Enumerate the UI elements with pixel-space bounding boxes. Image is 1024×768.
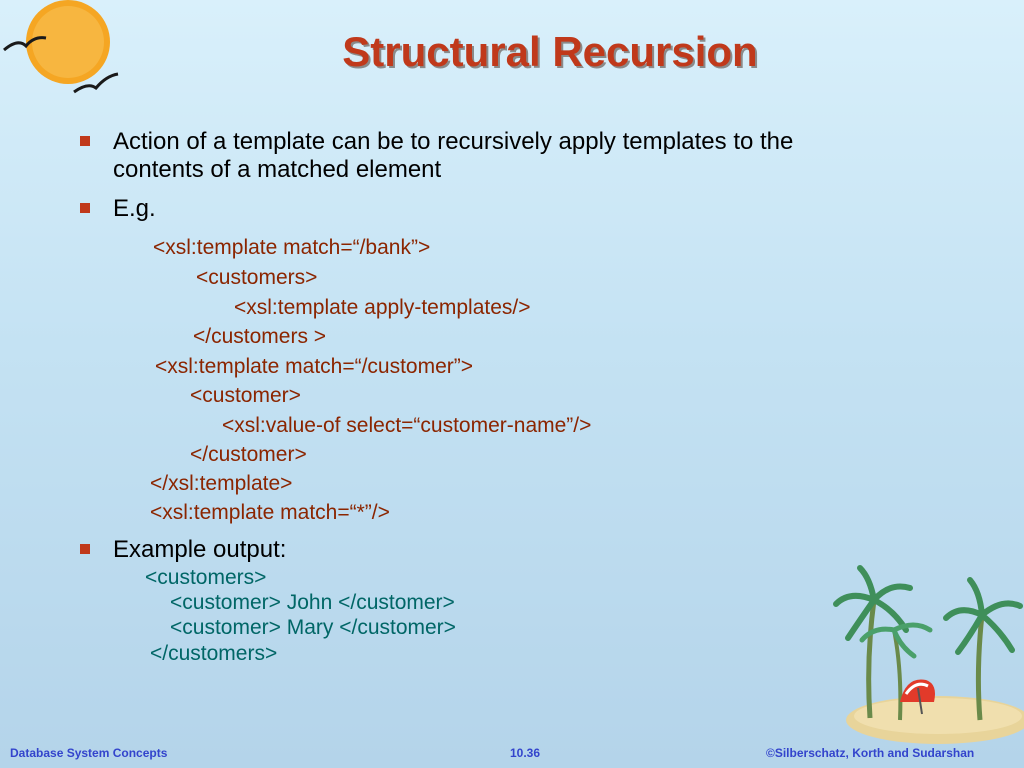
code-line: </customer> (190, 443, 307, 466)
code-line: <xsl:template match=“*”/> (150, 501, 390, 524)
code-line: <xsl:template apply-templates/> (234, 296, 531, 319)
code-line: <xsl:template match=“/customer”> (155, 355, 474, 378)
footer-copyright: ©Silberschatz, Korth and Sudarshan (766, 746, 975, 760)
bullet-marker (80, 136, 90, 146)
bullet-text-1: Action of a template can be to recursive… (113, 128, 793, 184)
footer-page-number: 10.36 (510, 746, 541, 760)
code-line: <customer> (190, 384, 301, 407)
output-line: </customers> (150, 642, 278, 665)
output-line: <customer> Mary </customer> (170, 616, 456, 639)
bullet-marker (80, 203, 90, 213)
output-line: <customer> John </customer> (170, 591, 455, 614)
code-line: </customers > (193, 325, 327, 348)
code-line: </xsl:template> (150, 472, 293, 495)
bullet-text-2: E.g. (113, 195, 156, 222)
footer-course-title: Database System Concepts (10, 746, 168, 760)
palm-island-icon (833, 565, 1024, 744)
bullet-text-3: Example output: (113, 536, 287, 563)
code-line: <customers> (196, 266, 318, 289)
slide-title: Structural Recursion (342, 28, 758, 75)
bullet-marker (80, 544, 90, 554)
code-line: <xsl:value-of select=“customer-name”/> (222, 414, 592, 437)
bullet-1-line-2: contents of a matched element (113, 156, 442, 183)
code-line: <xsl:template match=“/bank”> (153, 236, 431, 259)
output-line: <customers> (145, 566, 267, 589)
bullet-1-line-1: Action of a template can be to recursive… (113, 128, 794, 155)
sun-with-birds-icon (3, 0, 119, 94)
